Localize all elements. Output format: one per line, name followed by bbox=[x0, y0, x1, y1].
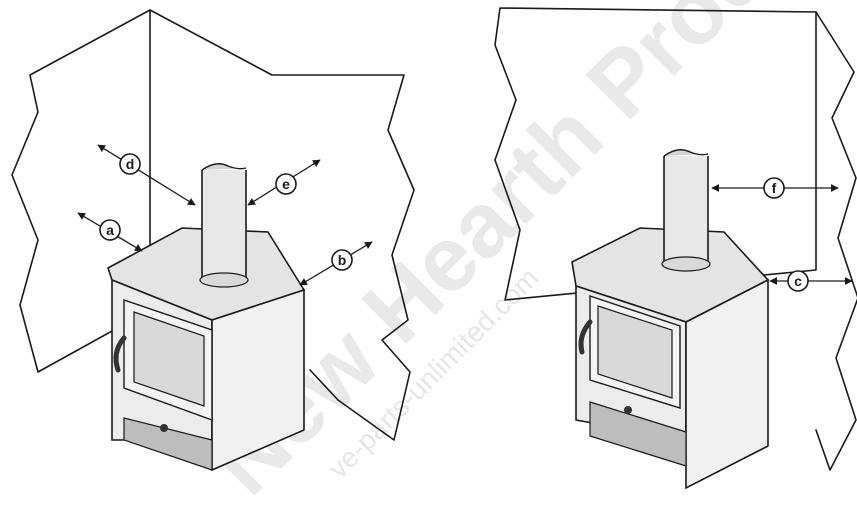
right-stove-glass bbox=[597, 305, 673, 399]
left-stove-handle bbox=[113, 335, 127, 373]
left-back-wall bbox=[149, 9, 415, 441]
right-stove-handle bbox=[578, 319, 593, 355]
right-side-wall bbox=[815, 11, 857, 471]
label-e: e bbox=[275, 173, 297, 195]
right-flue-pipe bbox=[661, 149, 711, 272]
label-f: f bbox=[763, 177, 785, 199]
label-b: b bbox=[331, 249, 353, 271]
label-c: c bbox=[787, 270, 809, 292]
svg-text:d: d bbox=[126, 156, 135, 172]
right-stove-foot bbox=[624, 406, 632, 414]
svg-text:b: b bbox=[338, 252, 347, 268]
label-a: a bbox=[99, 219, 121, 241]
left-stove-glass bbox=[133, 311, 205, 407]
right-stove bbox=[571, 227, 770, 490]
arrow-d bbox=[97, 144, 196, 206]
left-side-wall bbox=[11, 9, 151, 373]
left-installation-view: a b d e bbox=[11, 9, 415, 472]
left-stove bbox=[107, 227, 306, 472]
left-flue-pipe bbox=[199, 163, 249, 288]
left-stove-foot bbox=[160, 424, 168, 432]
svg-text:f: f bbox=[772, 180, 777, 196]
right-installation-view: f c bbox=[494, 7, 857, 490]
right-stove-opening bbox=[589, 401, 687, 467]
svg-text:c: c bbox=[794, 273, 802, 289]
label-d: d bbox=[119, 153, 141, 175]
svg-text:a: a bbox=[106, 222, 114, 238]
right-back-wall bbox=[494, 7, 817, 301]
svg-text:e: e bbox=[282, 176, 290, 192]
left-stove-opening bbox=[123, 417, 213, 471]
